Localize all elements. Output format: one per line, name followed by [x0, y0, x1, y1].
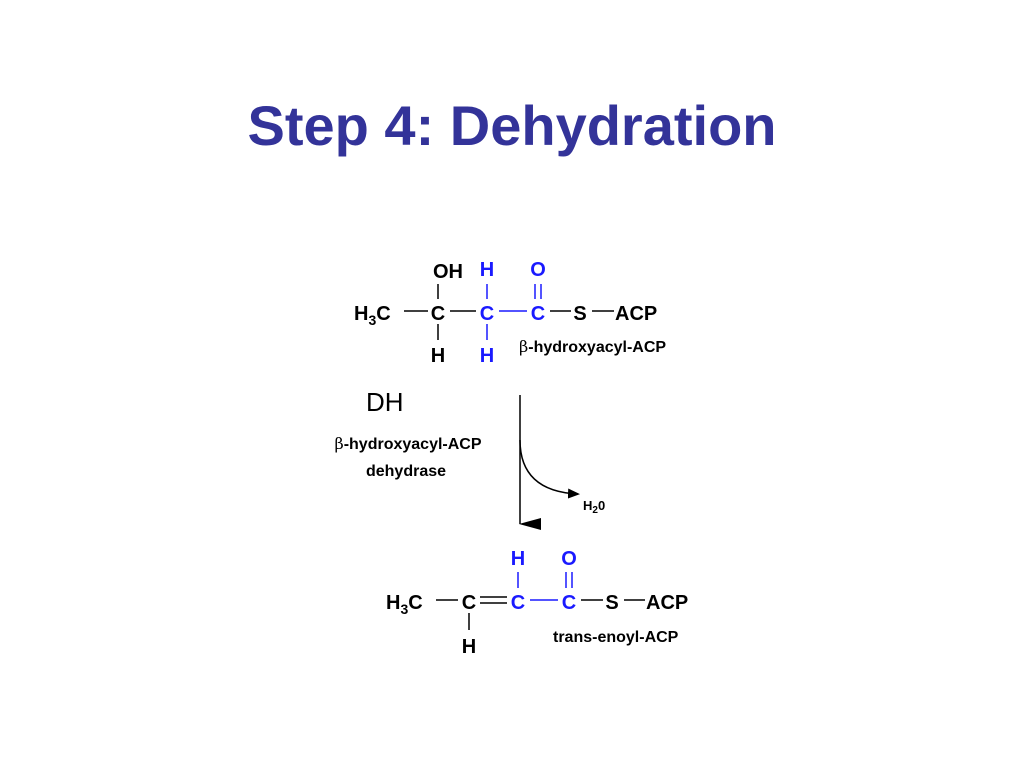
alpha-hydrogen-bottom-label: H	[480, 345, 494, 367]
enzyme-name-line2: dehydrase	[366, 463, 446, 480]
sulfur-label: S	[573, 303, 586, 325]
water-release-arrow	[519, 439, 580, 499]
reactant-structure: OH H O H3C C C C S ACP H H β-hydroxyacyl…	[354, 259, 666, 367]
product-beta-carbon-label: C	[462, 592, 476, 614]
reaction-arrow-group: DH β-hydroxyacyl-ACP dehydrase H20	[334, 387, 605, 530]
enzyme-name-line1: β-hydroxyacyl-ACP	[334, 434, 481, 453]
product-carbonyl-carbon-label: C	[562, 592, 576, 614]
product-hydrogen-top-label: H	[511, 548, 525, 570]
water-label: H20	[583, 498, 605, 516]
product-structure: H O H3C C C C S ACP H trans-enoyl-ACP	[386, 548, 688, 658]
page-title: Step 4: Dehydration	[247, 94, 777, 157]
product-name: trans-enoyl-ACP	[553, 629, 679, 646]
product-hydrogen-bottom-label: H	[462, 636, 476, 658]
product-sulfur-label: S	[605, 592, 618, 614]
product-acp-label: ACP	[646, 592, 688, 614]
carbonyl-carbon-label: C	[531, 303, 545, 325]
reactant-name: β-hydroxyacyl-ACP	[519, 337, 666, 356]
beta-hydrogen-label: H	[431, 345, 445, 367]
alpha-hydrogen-top-label: H	[480, 259, 494, 281]
product-alpha-carbon-label: C	[511, 592, 525, 614]
enzyme-abbreviation: DH	[366, 387, 404, 417]
product-oxygen-label: O	[561, 548, 577, 570]
alpha-carbon-label: C	[480, 303, 494, 325]
beta-carbon-label: C	[431, 303, 445, 325]
acp-label: ACP	[615, 303, 657, 325]
methyl-label: H3C	[354, 303, 391, 328]
carbonyl-oxygen-label: O	[530, 259, 546, 281]
product-methyl-label: H3C	[386, 592, 423, 617]
hydroxyl-label: OH	[433, 261, 463, 283]
